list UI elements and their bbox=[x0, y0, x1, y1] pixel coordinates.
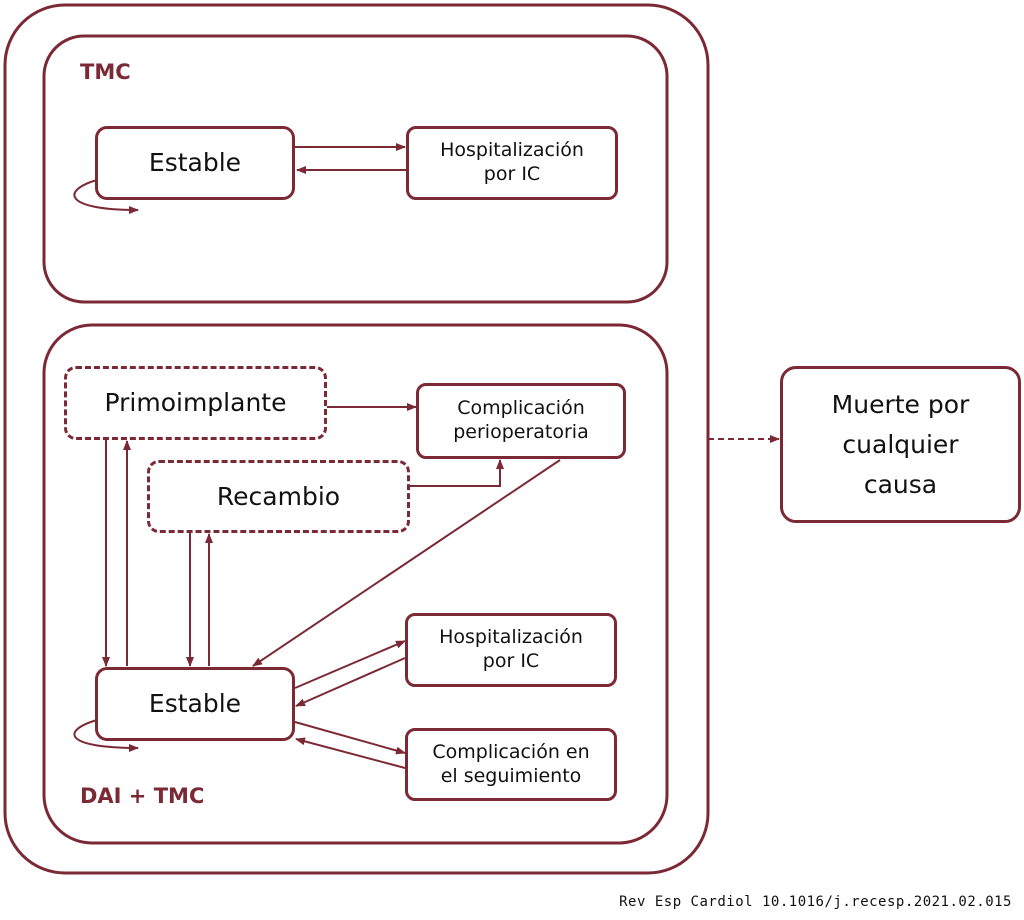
dai-hospitalization-node: Hospitalización por IC bbox=[405, 613, 617, 687]
dai-stable-node: Estable bbox=[95, 667, 295, 741]
dai-tmc-group-label: DAI + TMC bbox=[80, 784, 205, 808]
first-implant-node: Primoimplante bbox=[64, 366, 327, 440]
tmc-stable-node: Estable bbox=[95, 126, 295, 200]
arrow-dai-stable-self-loop bbox=[73, 719, 139, 752]
tmc-group-container bbox=[42, 34, 669, 304]
death-node: Muerte por cualquier causa bbox=[780, 366, 1021, 523]
arrow-periop-complication-to-stable bbox=[252, 459, 561, 667]
arrow-dai-stable-to-hospitalization bbox=[294, 640, 406, 689]
tmc-group-label: TMC bbox=[80, 60, 131, 84]
tmc-hospitalization-node: Hospitalización por IC bbox=[406, 126, 618, 200]
source-credit: Rev Esp Cardiol 10.1016/j.recesp.2021.02… bbox=[619, 894, 1012, 910]
replacement-node: Recambio bbox=[147, 460, 410, 533]
arrow-stable-to-followup-complication bbox=[294, 721, 406, 755]
arrow-tmc-stable-self-loop bbox=[73, 179, 139, 214]
dai-tmc-group-container bbox=[42, 323, 669, 845]
arrow-dai-hospitalization-to-stable bbox=[295, 657, 406, 707]
periop-complication-node: Complicación perioperatoria bbox=[416, 383, 626, 459]
followup-complication-node: Complicación en el seguimiento bbox=[405, 728, 617, 801]
arrow-followup-complication-to-stable bbox=[295, 737, 406, 769]
arrow-replacement-to-periop-complication bbox=[410, 459, 504, 487]
